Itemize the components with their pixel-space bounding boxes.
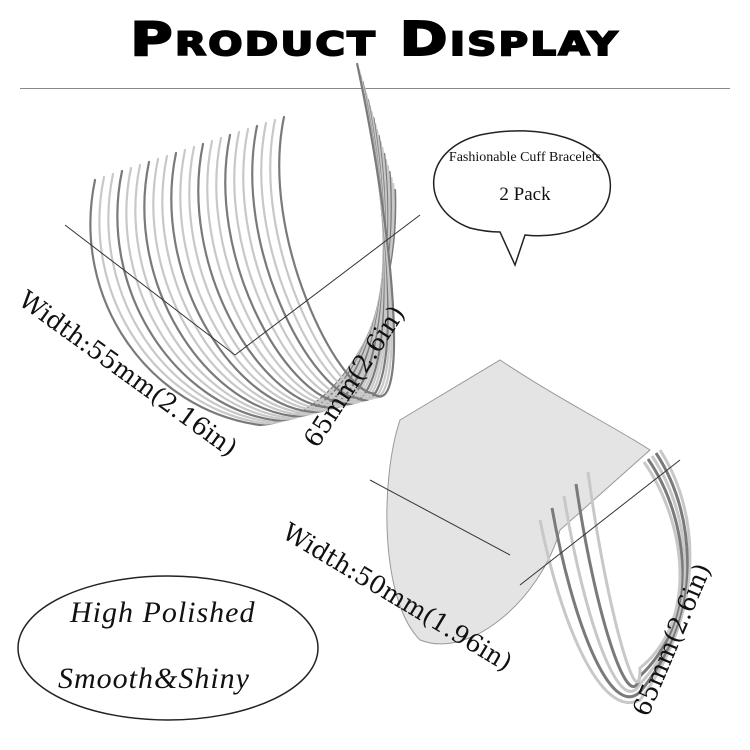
wire-strand: [538, 449, 692, 704]
bracelet-plate-cuff: [386, 359, 692, 704]
dimension-line: [234, 214, 421, 356]
divider: [20, 88, 730, 89]
dimension-line: [519, 459, 681, 586]
bubble-line-1: Fashionable Cuff Bracelets: [448, 150, 602, 165]
wire-strand: [278, 62, 396, 398]
wire-strand: [550, 452, 689, 699]
bracelet-wire-cuff: [89, 62, 397, 427]
badge-line-2: Smooth&Shiny: [58, 662, 250, 695]
badge-line-1: High Polished: [70, 596, 256, 629]
badge-oval: [17, 575, 319, 721]
speech-bubble: [433, 130, 611, 268]
dimension-line: [369, 479, 511, 556]
polished-plate: [386, 359, 651, 645]
bubble-line-2: 2 Pack: [499, 184, 551, 205]
page-title: Product Display: [129, 11, 620, 67]
wire-strand: [586, 461, 682, 684]
dimension-line: [64, 224, 236, 356]
wire-strand: [562, 455, 687, 693]
